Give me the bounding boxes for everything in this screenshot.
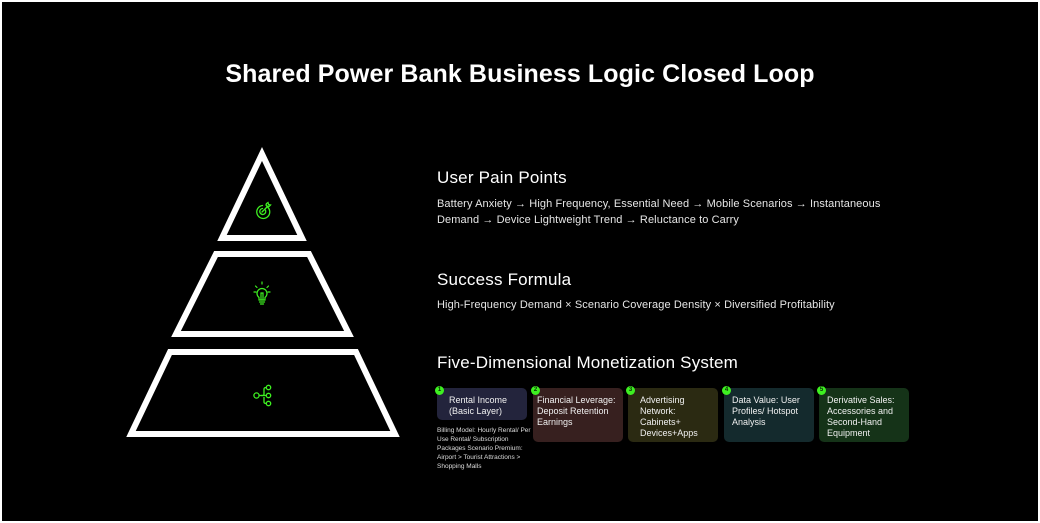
- pyramid-tier-top: [217, 147, 307, 241]
- section-title: Success Formula: [437, 270, 572, 289]
- section-monetization-system: Five-Dimensional Monetization System: [437, 353, 917, 373]
- monetization-card-derivative-sales: 5 Derivative Sales: Accessories and Seco…: [817, 386, 909, 442]
- pyramid-tier-middle: [171, 251, 354, 337]
- monetization-card-data-value: 4 Data Value: User Profiles/ Hotspot Ana…: [722, 386, 814, 442]
- card-label: Derivative Sales: Accessories and Second…: [827, 395, 895, 438]
- section-title: User Pain Points: [437, 168, 567, 187]
- card-label: Financial Leverage: Deposit Retention Ea…: [537, 395, 616, 427]
- rental-income-note: Billing Model: Hourly Rental/ Per Use Re…: [437, 427, 531, 470]
- section-body: Battery Anxiety → High Frequency, Essent…: [437, 198, 881, 226]
- number-badge: 4: [722, 386, 731, 395]
- section-title: Five-Dimensional Monetization System: [437, 353, 739, 372]
- page-title: Shared Power Bank Business Logic Closed …: [225, 60, 815, 88]
- section-user-pain-points: User Pain Points Battery Anxiety → High …: [437, 168, 917, 228]
- number-badge: 3: [626, 386, 635, 395]
- monetization-cards: 1 Rental Income (Basic Layer) 2 Financia…: [435, 386, 917, 448]
- section-success-formula: Success Formula High-Frequency Demand × …: [437, 270, 917, 313]
- number-badge: 5: [817, 386, 826, 395]
- card-label: Rental Income (Basic Layer): [449, 395, 508, 416]
- monetization-card-rental-income: 1 Rental Income (Basic Layer): [435, 386, 527, 420]
- number-badge: 1: [435, 386, 444, 395]
- card-label: Advertising Network: Cabinets+ Devices+A…: [640, 395, 698, 438]
- monetization-card-financial-leverage: 2 Financial Leverage: Deposit Retention …: [531, 386, 623, 442]
- pyramid-tier-bottom: [126, 349, 400, 437]
- monetization-card-advertising-network: 3 Advertising Network: Cabinets+ Devices…: [626, 386, 718, 442]
- card-label: Data Value: User Profiles/ Hotspot Analy…: [732, 395, 800, 427]
- section-body: High-Frequency Demand × Scenario Coverag…: [437, 299, 835, 311]
- number-badge: 2: [531, 386, 540, 395]
